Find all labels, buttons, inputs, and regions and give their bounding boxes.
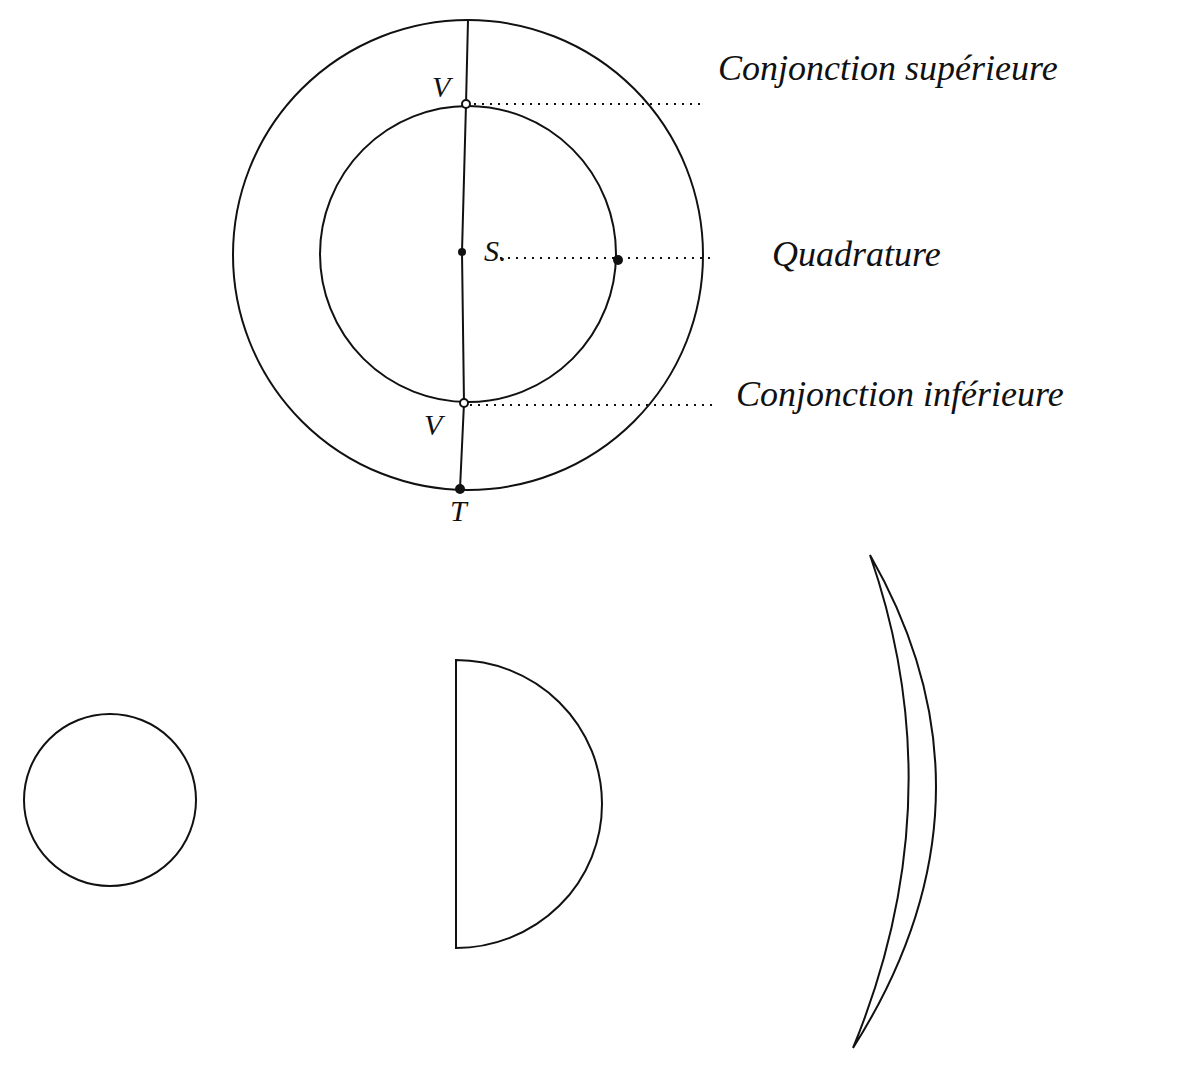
point-label: T [450,496,467,526]
venus-orbit [320,106,616,402]
position-label: Conjonction supérieure [718,50,1058,86]
earth-dot [455,484,465,494]
position-label: Quadrature [772,236,941,272]
leader-line [474,103,700,105]
point-label: S. [484,236,507,266]
leader-line [500,257,712,259]
venus-dot [460,399,468,407]
leader-line [470,404,712,406]
point-label: V [424,410,442,440]
full-phase [24,714,196,886]
sun-dot [458,248,466,256]
crescent-phase [853,555,936,1048]
position-label: Conjonction inférieure [736,376,1064,412]
point-label: V [432,72,450,102]
venus-dot [613,255,623,265]
half-phase [456,660,602,948]
earth-orbit [233,20,703,490]
venus-dot [462,100,470,108]
